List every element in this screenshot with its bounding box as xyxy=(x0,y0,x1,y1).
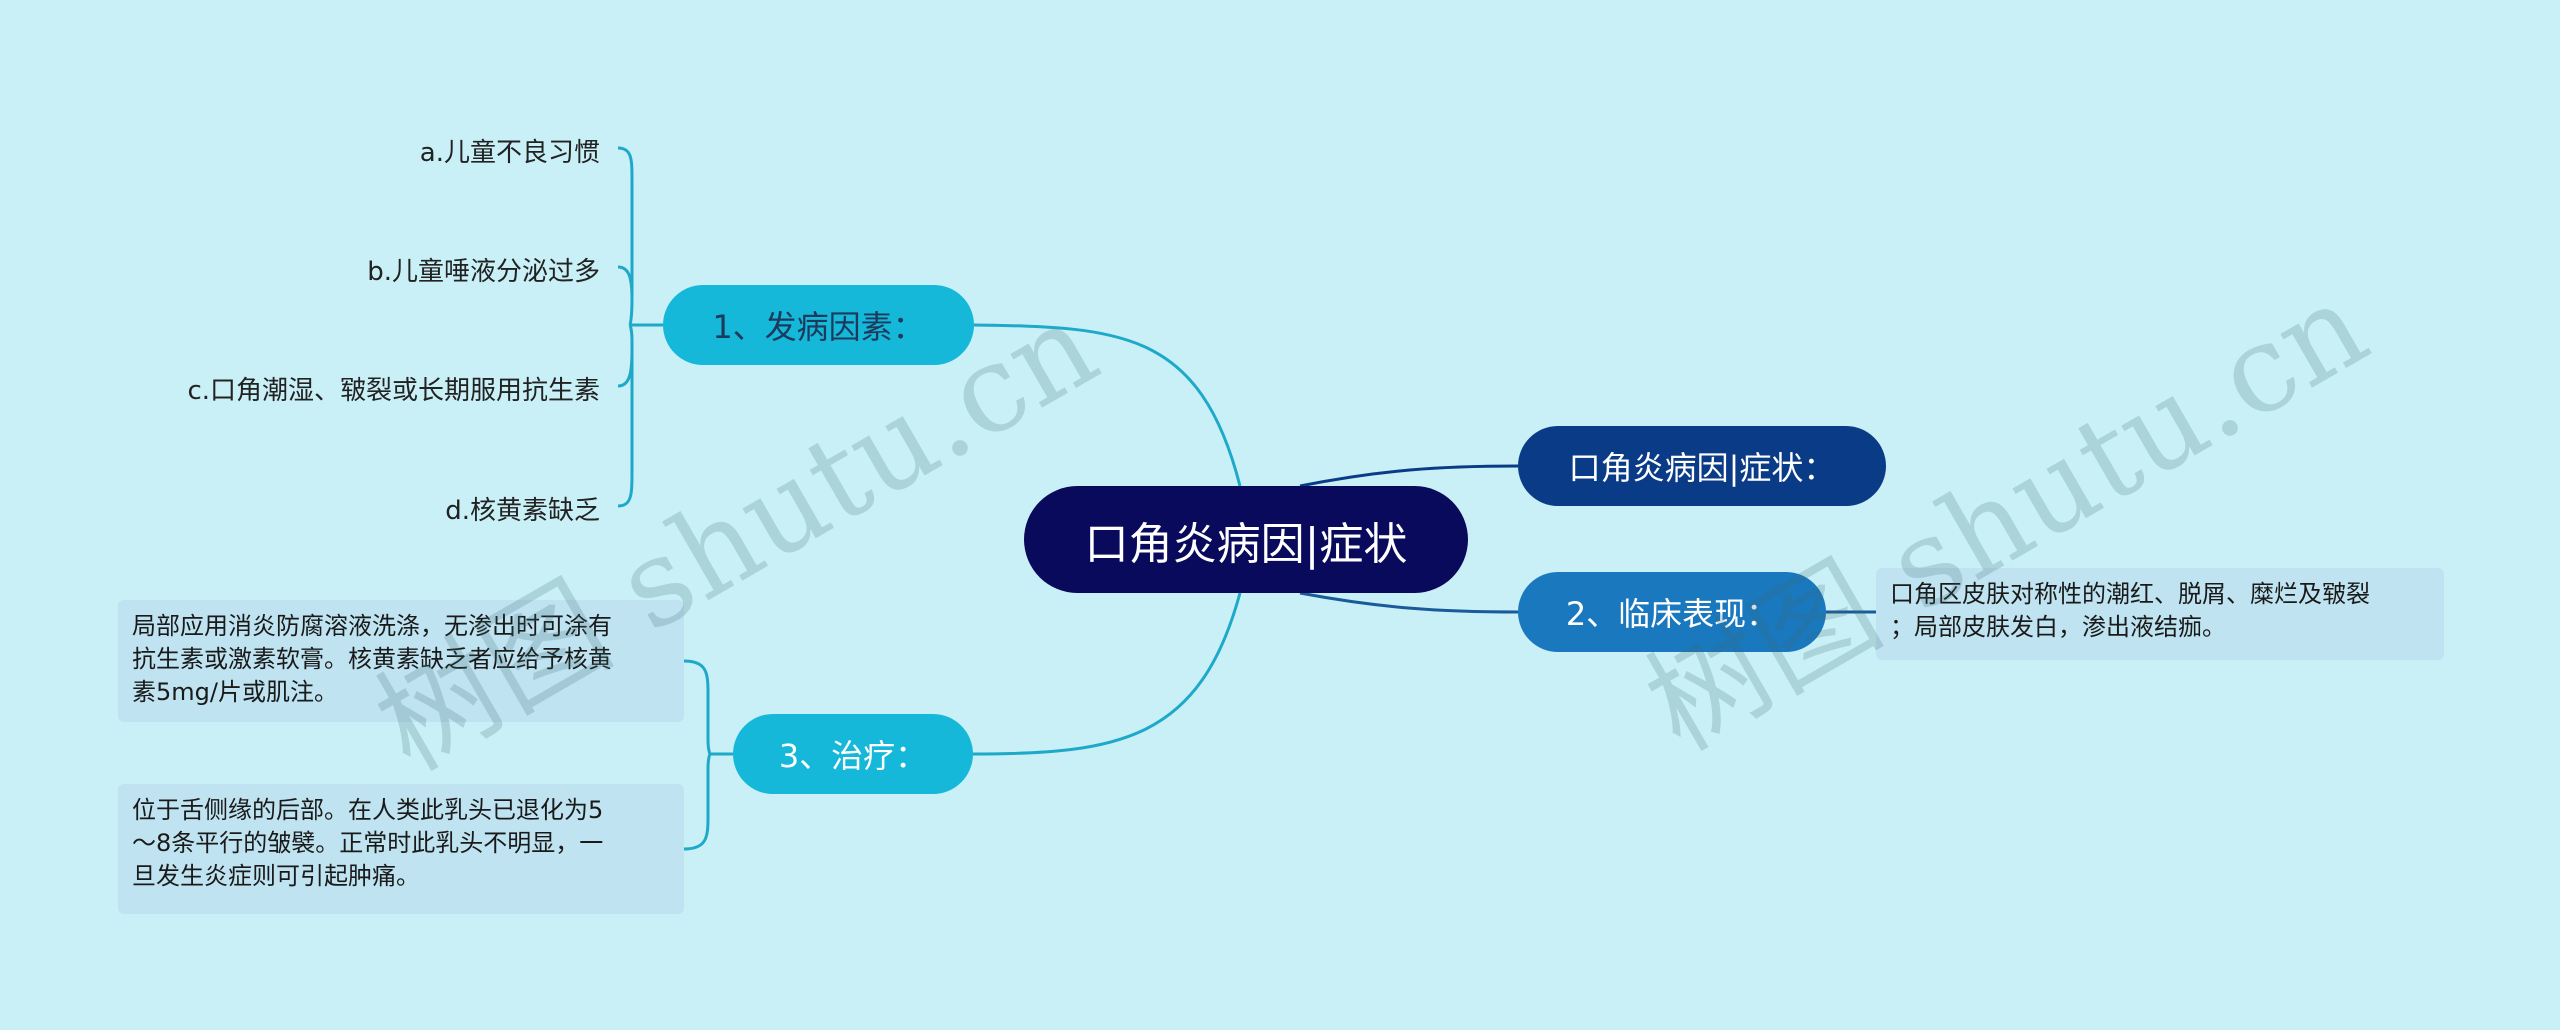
link-root-treatment xyxy=(972,592,1242,756)
treatment-card-2[interactable]: 位于舌侧缘的后部。在人类此乳头已退化为5 ～8条平行的皱襞。正常时此乳头不明显，… xyxy=(118,784,684,914)
branch-factors[interactable]: 1、发病因素： xyxy=(663,285,974,365)
card-line: 位于舌侧缘的后部。在人类此乳头已退化为5 xyxy=(132,796,604,824)
root-node[interactable]: 口角炎病因|症状 xyxy=(1024,486,1468,593)
root-label: 口角炎病因|症状 xyxy=(1084,518,1408,570)
card-line: 素5mg/片或肌注。 xyxy=(132,678,338,706)
card-line: 旦发生炎症则可引起肿痛。 xyxy=(132,862,420,890)
branch-symptoms-title-label: 口角炎病因|症状： xyxy=(1568,449,1836,487)
clinical-card[interactable]: 口角区皮肤对称性的潮红、脱屑、糜烂及皲裂 ；局部皮肤发白，渗出液结痂。 xyxy=(1876,568,2444,660)
branch-clinical-label: 2、临床表现： xyxy=(1565,595,1779,633)
branch-treatment-label: 3、治疗： xyxy=(778,737,928,775)
leaf-factor-d[interactable]: d.核黄素缺乏 xyxy=(445,496,600,526)
card-line: 口角区皮肤对称性的潮红、脱屑、糜烂及皲裂 xyxy=(1890,580,2370,608)
treatment-card-1[interactable]: 局部应用消炎防腐溶液洗涤，无渗出时可涂有 抗生素或激素软膏。核黄素缺乏者应给予核… xyxy=(118,600,684,722)
card-line: ～8条平行的皱襞。正常时此乳头不明显，一 xyxy=(132,829,604,857)
leaf-factor-b[interactable]: b.儿童唾液分泌过多 xyxy=(367,257,600,287)
bracket-factors-leaf-d xyxy=(617,350,634,508)
branch-treatment[interactable]: 3、治疗： xyxy=(733,714,973,794)
card-line: 局部应用消炎防腐溶液洗涤，无渗出时可涂有 xyxy=(132,612,612,640)
link-root-symptoms xyxy=(1299,464,1519,488)
bracket-treatment-card-2 xyxy=(683,753,712,851)
link-root-clinical xyxy=(1299,591,1519,614)
bracket-factors-leaf-a xyxy=(617,146,634,326)
bracket-factors-leaf-b xyxy=(617,265,634,301)
branch-symptoms-title[interactable]: 口角炎病因|症状： xyxy=(1518,426,1886,506)
leaf-factor-a[interactable]: a.儿童不良习惯 xyxy=(419,138,600,168)
card-line: 抗生素或激素软膏。核黄素缺乏者应给予核黄 xyxy=(132,645,612,673)
bracket-treatment-card-1 xyxy=(683,659,712,755)
branch-factors-label: 1、发病因素： xyxy=(712,308,925,346)
link-root-factors xyxy=(973,323,1242,487)
bracket-factors-leaf-c xyxy=(617,324,634,388)
card-line: ；局部皮肤发白，渗出液结痂。 xyxy=(1890,613,2226,641)
leaf-factor-c[interactable]: c.口角潮湿、皲裂或长期服用抗生素 xyxy=(187,376,600,406)
branch-clinical[interactable]: 2、临床表现： xyxy=(1518,572,1826,652)
